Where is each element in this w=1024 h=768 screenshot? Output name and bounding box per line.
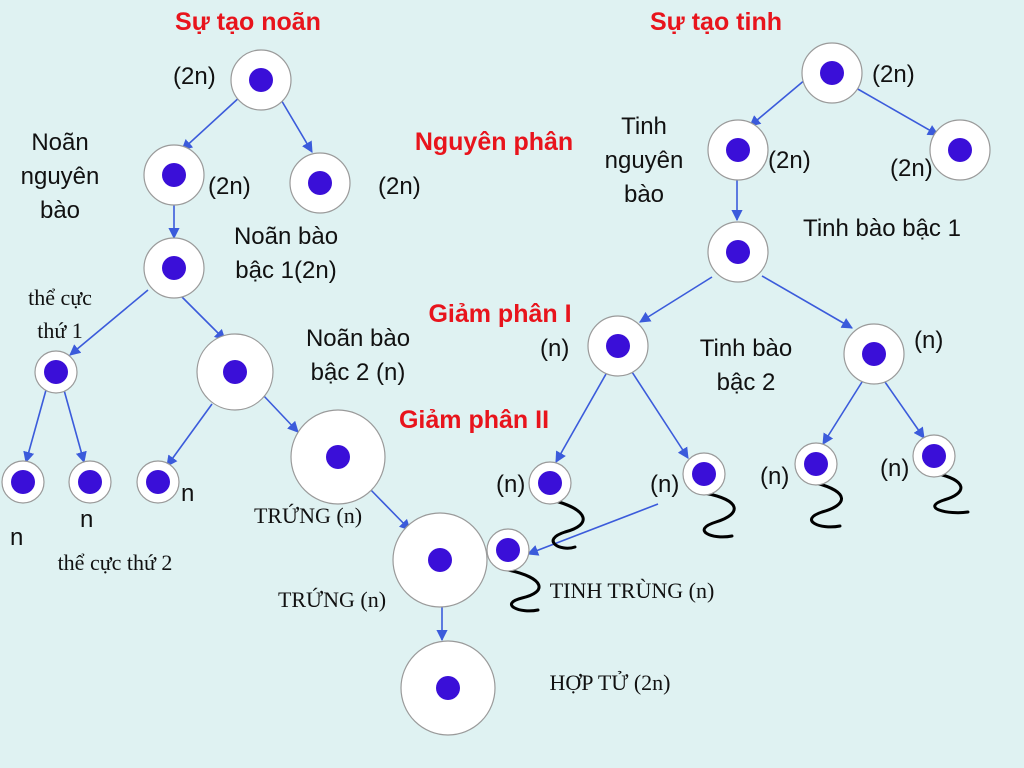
zygote-label: HỢP TỬ (2n) xyxy=(550,670,671,695)
cell-oogenesis-root xyxy=(230,49,292,111)
arrow xyxy=(526,503,659,556)
polar-body-1-label-line1: thể cực xyxy=(28,285,92,310)
polar-body-n-label: n xyxy=(181,480,194,507)
cell-egg-1 xyxy=(290,409,386,505)
oogonium-sibling-ploidy: (2n) xyxy=(378,173,421,200)
spermatogonium-label-line1: Tinh xyxy=(621,113,667,140)
egg-1-label: TRỨNG (n) xyxy=(254,503,362,528)
arrow xyxy=(69,289,149,356)
primary-spermatocyte-label: Tinh bào bậc 1 xyxy=(803,215,961,242)
spermatogonium-sibling-ploidy: (2n) xyxy=(890,155,933,182)
cell-sperm-fertilizing xyxy=(486,528,530,572)
arrow xyxy=(23,389,47,464)
cell-polar-body-1 xyxy=(34,350,78,394)
sperm-tail xyxy=(506,568,541,613)
egg-root-ploidy: (2n) xyxy=(173,63,216,90)
cell-spermatogenesis-root xyxy=(801,42,863,104)
primary-oocyte-label-line2: bậc 1(2n) xyxy=(235,257,336,284)
egg-2-label: TRỨNG (n) xyxy=(278,587,386,612)
primary-oocyte-label-line1: Noãn bào xyxy=(234,223,338,250)
heading-spermatogenesis: Sự tạo tinh xyxy=(650,8,782,36)
arrow xyxy=(181,296,226,341)
polar-body-n-label: n xyxy=(80,506,93,533)
arrows xyxy=(23,78,939,642)
sperm-ploidy-label: (n) xyxy=(496,471,525,498)
cell-polar-body-2c xyxy=(136,460,180,504)
sperm-tail xyxy=(550,498,585,550)
sperm-tail xyxy=(932,471,970,515)
cell-secondary-spermatocyte-right xyxy=(843,323,905,385)
arrow xyxy=(279,97,313,153)
cell-sperm-4 xyxy=(912,434,956,478)
cell-egg-2 xyxy=(392,512,488,608)
cell-sperm-1 xyxy=(528,461,572,505)
polar-body-n-label: n xyxy=(10,524,23,551)
arrow xyxy=(181,94,243,151)
sperm-tails xyxy=(506,471,970,613)
arrow xyxy=(749,78,807,127)
cell-sperm-2 xyxy=(682,452,726,496)
secondary-oocyte-label-line2: bậc 2 (n) xyxy=(311,359,406,386)
arrow xyxy=(761,275,853,329)
spermatogonium-ploidy: (2n) xyxy=(768,147,811,174)
arrow xyxy=(884,381,925,439)
spermatogonium-label-line2: nguyên xyxy=(605,147,684,174)
arrow xyxy=(166,403,213,467)
cell-oogonium-sibling xyxy=(289,152,351,214)
oogonium-label-line1: Noãn xyxy=(31,129,88,156)
secondary-oocyte-label-line1: Noãn bào xyxy=(306,325,410,352)
heading-meiosis-2: Giảm phân II xyxy=(399,406,549,434)
secondary-spermatocyte-label-line2: bậc 2 xyxy=(717,369,776,396)
arrow xyxy=(855,87,939,136)
cell-primary-oocyte xyxy=(143,237,205,299)
oogonium-ploidy: (2n) xyxy=(208,173,251,200)
sperm-ploidy-label: (n) xyxy=(650,471,679,498)
polar-body-1-label-line2: thứ 1 xyxy=(37,318,83,343)
arrow xyxy=(555,373,607,463)
sperm-ploidy-label: (n) xyxy=(880,455,909,482)
cell-secondary-oocyte xyxy=(196,333,274,411)
arrow xyxy=(822,381,863,445)
oogonium-label-line2: nguyên xyxy=(21,163,100,190)
sperm-tail xyxy=(810,481,843,529)
arrow xyxy=(262,394,299,433)
arrow xyxy=(367,486,411,531)
cell-secondary-spermatocyte-left xyxy=(587,315,649,377)
sperm-ploidy-label: (n) xyxy=(760,463,789,490)
sperm-root-ploidy: (2n) xyxy=(872,61,915,88)
arrow xyxy=(631,371,689,459)
cell-spermatogonium-sibling xyxy=(929,119,991,181)
cell-polar-body-2a xyxy=(1,460,45,504)
polar-body-2-label: thể cực thứ 2 xyxy=(58,550,173,575)
arrow xyxy=(639,276,713,323)
heading-meiosis-1: Giảm phân I xyxy=(428,300,571,328)
secondary-spermatocyte-right-ploidy: (n) xyxy=(914,327,943,354)
cell-sperm-3 xyxy=(794,442,838,486)
sperm-tail xyxy=(702,491,736,539)
cell-polar-body-2b xyxy=(68,460,112,504)
secondary-spermatocyte-label-line1: Tinh bào xyxy=(700,335,793,362)
arrow xyxy=(63,389,87,464)
sperm-label: TINH TRÙNG (n) xyxy=(550,578,715,603)
cell-primary-spermatocyte xyxy=(707,221,769,283)
cell-spermatogonium xyxy=(707,119,769,181)
cell-oogonium xyxy=(143,144,205,206)
cell-zygote xyxy=(400,640,496,736)
heading-oogenesis: Sự tạo noãn xyxy=(175,8,321,36)
oogonium-label-line3: bào xyxy=(40,197,80,224)
spermatogonium-label-line3: bào xyxy=(624,181,664,208)
secondary-spermatocyte-left-ploidy: (n) xyxy=(540,335,569,362)
heading-mitosis: Nguyên phân xyxy=(415,128,573,156)
cells xyxy=(1,42,991,736)
